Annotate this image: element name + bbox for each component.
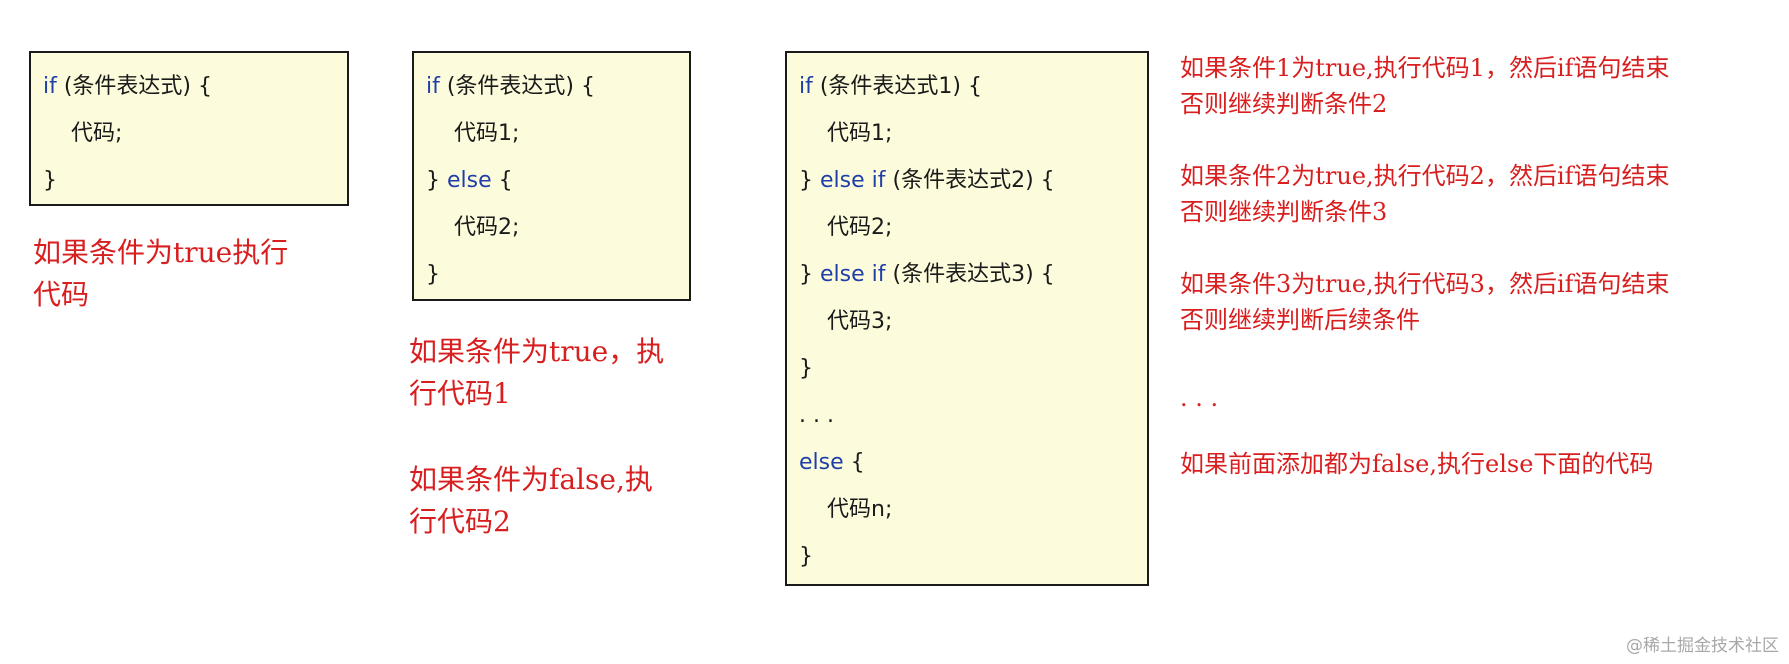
description-ellipsis: . . .: [1180, 384, 1219, 412]
code-text: 代码2;: [827, 215, 893, 240]
code-text: 代码1;: [827, 121, 893, 146]
code-text: {: [843, 450, 865, 475]
code-line: if (条件表达式) {: [414, 63, 689, 110]
code-line: }: [787, 345, 1147, 392]
description-if-true: 如果条件为true，执 行代码1: [409, 335, 665, 410]
code-line: . . .: [787, 392, 1147, 439]
code-text: }: [799, 356, 813, 381]
description-condition-2: 如果条件2为true,执行代码2，然后if语句结束 否则继续判断条件3: [1180, 162, 1670, 226]
code-line: 代码3;: [787, 298, 1147, 345]
watermark: @稀土掘金技术社区: [1626, 636, 1779, 656]
keyword: else if: [820, 262, 886, 287]
code-text: }: [426, 262, 440, 287]
code-text: 代码1;: [454, 121, 520, 146]
description-else: 如果前面添加都为false,执行else下面的代码: [1180, 450, 1654, 478]
code-text: 代码n;: [827, 497, 893, 522]
code-text: 代码3;: [827, 309, 893, 334]
code-line: } else if (条件表达式3) {: [787, 251, 1147, 298]
code-text: . . .: [799, 403, 834, 428]
code-text: 代码2;: [454, 215, 520, 240]
keyword: if: [43, 74, 57, 99]
code-line: } else {: [414, 157, 689, 204]
code-text: }: [799, 262, 820, 287]
code-text: 代码;: [71, 121, 123, 146]
description-if: 如果条件为true执行 代码: [33, 236, 289, 311]
code-line: 代码1;: [414, 110, 689, 157]
code-line: if (条件表达式1) {: [787, 63, 1147, 110]
code-box-if-else: if (条件表达式) { 代码1; } else { 代码2; }: [412, 51, 691, 301]
code-line: }: [787, 533, 1147, 580]
description-condition-3: 如果条件3为true,执行代码3，然后if语句结束 否则继续判断后续条件: [1180, 270, 1670, 334]
code-text: }: [43, 168, 57, 193]
description-condition-1: 如果条件1为true,执行代码1，然后if语句结束 否则继续判断条件2: [1180, 54, 1670, 118]
code-line: 代码1;: [787, 110, 1147, 157]
code-text: (条件表达式) {: [56, 74, 213, 99]
code-line: 代码;: [31, 110, 347, 157]
code-text: }: [799, 168, 820, 193]
keyword: if: [799, 74, 813, 99]
code-text: {: [491, 168, 513, 193]
keyword: if: [426, 74, 440, 99]
code-line: } else if (条件表达式2) {: [787, 157, 1147, 204]
code-text: }: [799, 544, 813, 569]
code-box-if-elseif-else: if (条件表达式1) { 代码1; } else if (条件表达式2) { …: [785, 51, 1149, 586]
code-line: }: [414, 251, 689, 298]
code-line: 代码2;: [787, 204, 1147, 251]
code-line: 代码n;: [787, 486, 1147, 533]
code-text: }: [426, 168, 447, 193]
code-text: (条件表达式) {: [439, 74, 596, 99]
keyword: else: [447, 168, 492, 193]
code-line: if (条件表达式) {: [31, 63, 347, 110]
code-line: 代码2;: [414, 204, 689, 251]
description-else-false: 如果条件为false,执 行代码2: [409, 463, 653, 538]
code-box-if: if (条件表达式) { 代码; }: [29, 51, 349, 206]
code-line: else {: [787, 439, 1147, 486]
code-text: (条件表达式2) {: [885, 168, 1055, 193]
keyword: else if: [820, 168, 886, 193]
keyword: else: [799, 450, 844, 475]
code-line: }: [31, 157, 347, 204]
code-text: (条件表达式1) {: [812, 74, 983, 99]
code-text: (条件表达式3) {: [885, 262, 1055, 287]
